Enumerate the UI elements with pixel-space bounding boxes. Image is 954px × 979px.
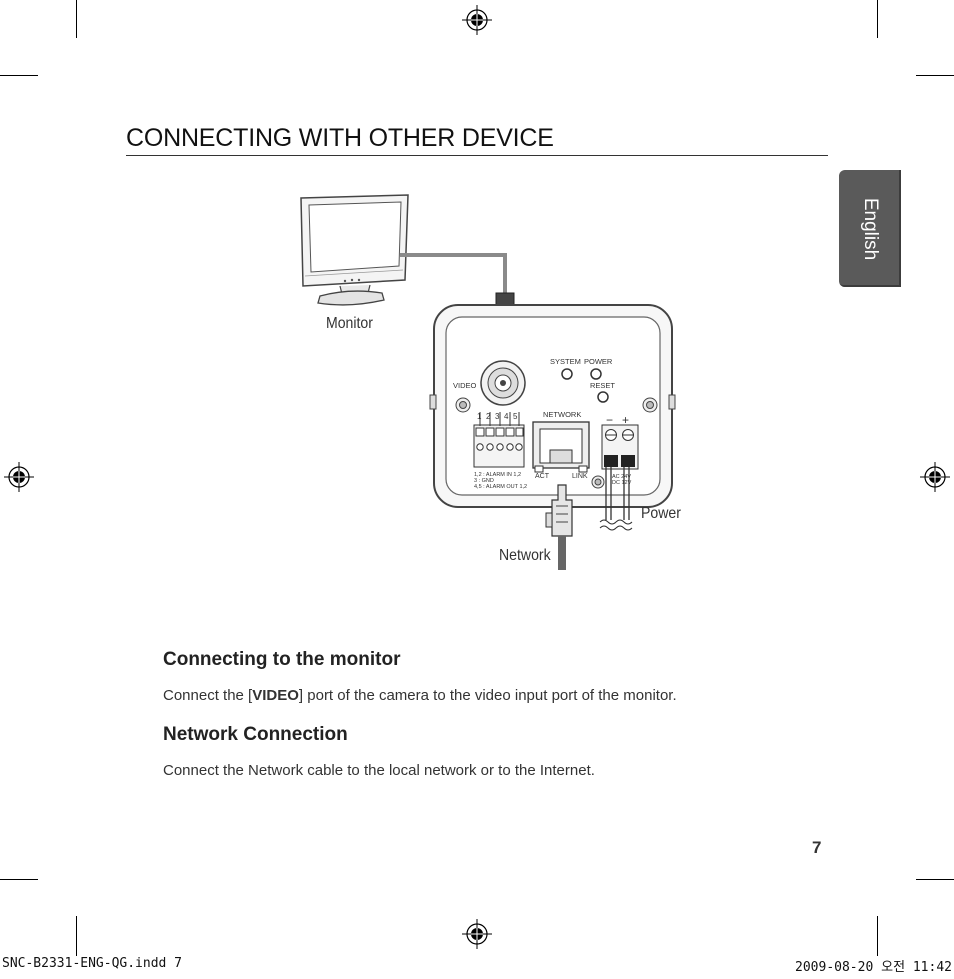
registration-mark-icon (4, 462, 34, 492)
text-segment: ] port of the camera to the video input … (298, 687, 677, 704)
title-divider (126, 155, 828, 156)
terminal-number: 4 (504, 412, 509, 421)
power-legend-line: AC 24V (612, 474, 631, 480)
power-minus-label: − (606, 413, 613, 427)
text-segment: Connect the [ (163, 687, 253, 704)
registration-mark-icon (920, 462, 950, 492)
camera-back-panel (429, 304, 676, 570)
panel-act-label: ACT (535, 473, 550, 480)
registration-mark-icon (462, 5, 492, 35)
terminal-number: 1 (477, 412, 482, 421)
power-label: Power (641, 505, 681, 522)
monitor-icon (300, 194, 409, 306)
connection-diagram-drawing: VIDEO SYSTEM POWER RESET NETWORK ACT LIN… (300, 194, 676, 570)
alarm-legend-line: 3 : GND (474, 478, 494, 484)
crop-mark (877, 0, 878, 38)
section-heading-network: Network Connection (163, 724, 348, 745)
page-number: 7 (812, 838, 822, 857)
monitor-label: Monitor (326, 315, 373, 332)
crop-mark (76, 916, 77, 956)
language-tab: English (839, 170, 901, 287)
crop-mark (916, 879, 954, 880)
panel-power-label: POWER (584, 357, 613, 366)
crop-mark (76, 0, 77, 38)
crop-mark (0, 75, 38, 76)
registration-mark-icon (462, 919, 492, 949)
slug-file: SNC-B2331-ENG-QG.indd 7 (2, 956, 183, 971)
section-heading-monitor: Connecting to the monitor (163, 649, 401, 670)
power-legend-line: DC 12V (612, 480, 632, 486)
crop-mark (916, 75, 954, 76)
panel-video-label: VIDEO (453, 381, 477, 390)
terminal-number: 5 (513, 412, 518, 421)
crop-mark (0, 879, 38, 880)
alarm-legend-line: 1,2 : ALARM IN 1,2 (474, 472, 521, 478)
panel-network-label: NETWORK (543, 410, 581, 419)
language-tab-label: English (860, 197, 881, 260)
panel-link-label: LINK (572, 473, 588, 480)
terminal-number: 3 (495, 412, 500, 421)
video-port-term: VIDEO (252, 687, 299, 704)
panel-reset-label: RESET (590, 381, 615, 390)
crop-mark (877, 916, 878, 956)
connection-diagram: VIDEO SYSTEM POWER RESET NETWORK ACT LIN… (290, 190, 690, 580)
network-label: Network (499, 547, 551, 564)
alarm-legend-line: 4,5 : ALARM OUT 1,2 (474, 484, 527, 490)
terminal-number: 2 (486, 412, 491, 421)
section-text-monitor: Connect the [VIDEO] port of the camera t… (163, 687, 677, 704)
page-title: CONNECTING WITH OTHER DEVICE (126, 124, 554, 152)
section-text-network: Connect the Network cable to the local n… (163, 762, 595, 779)
power-plus-label: + (622, 413, 629, 427)
panel-system-label: SYSTEM (550, 357, 581, 366)
slug-date: 2009-08-20 오전 11:42 (795, 960, 952, 975)
